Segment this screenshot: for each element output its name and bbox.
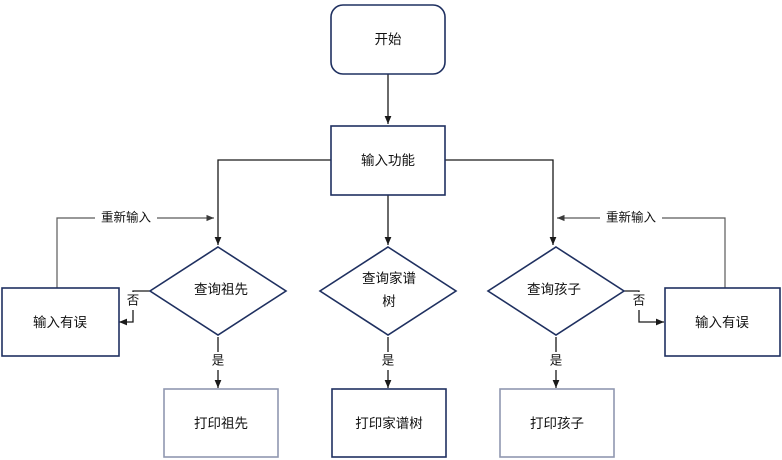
edge-label-yes-children: 是 [550,353,563,368]
edge-label-no-right-bg [629,292,649,310]
edge-label-no-left-bg [123,292,143,310]
node-decision-ancestors-label: 查询祖先 [194,282,248,298]
node-decision-family-tree-label-line2: 树 [382,294,396,310]
node-decision-ancestors[interactable] [148,246,288,336]
edge-label-yes-children-bg [546,352,566,370]
node-error-right[interactable] [664,287,781,357]
connector-input-to-children [445,159,557,245]
node-print-children-label: 打印孩子 [530,415,584,432]
edge-label-yes-ancestors: 是 [212,353,225,368]
edge-label-retry-right: 重新输入 [606,210,657,225]
edge-label-yes-family-tree-bg [378,352,398,370]
edge-label-yes-ancestors-bg [208,352,228,370]
node-decision-family-tree[interactable] [318,246,458,336]
edge-label-no-left: 否 [127,293,140,308]
node-print-family-tree[interactable] [331,388,447,458]
edge-label-no-right: 否 [633,293,646,308]
node-input-function-label: 输入功能 [361,153,415,169]
node-decision-family-tree-label-line1: 查询家谱 [362,270,416,287]
node-start-label: 开始 [375,32,402,48]
node-error-left[interactable] [1,287,120,357]
node-print-family-tree-label: 打印家谱树 [355,415,423,432]
edge-label-retry-left-bg [95,208,157,228]
node-error-left-label: 输入有误 [33,315,87,331]
node-decision-children[interactable] [486,246,626,336]
edge-label-yes-family-tree: 是 [382,353,395,368]
node-input-function[interactable] [330,125,446,196]
node-start[interactable] [330,4,446,75]
node-error-right-label: 输入有误 [695,315,749,331]
node-print-ancestors[interactable] [163,388,279,458]
node-decision-children-label: 查询孩子 [527,282,581,298]
connector-input-to-ancestors [214,159,331,245]
edge-label-retry-right-bg [600,208,662,228]
connector-error-left-retry [56,214,214,288]
node-print-children[interactable] [499,388,615,458]
edge-label-retry-left: 重新输入 [101,210,152,225]
node-print-ancestors-label: 打印祖先 [194,415,248,432]
